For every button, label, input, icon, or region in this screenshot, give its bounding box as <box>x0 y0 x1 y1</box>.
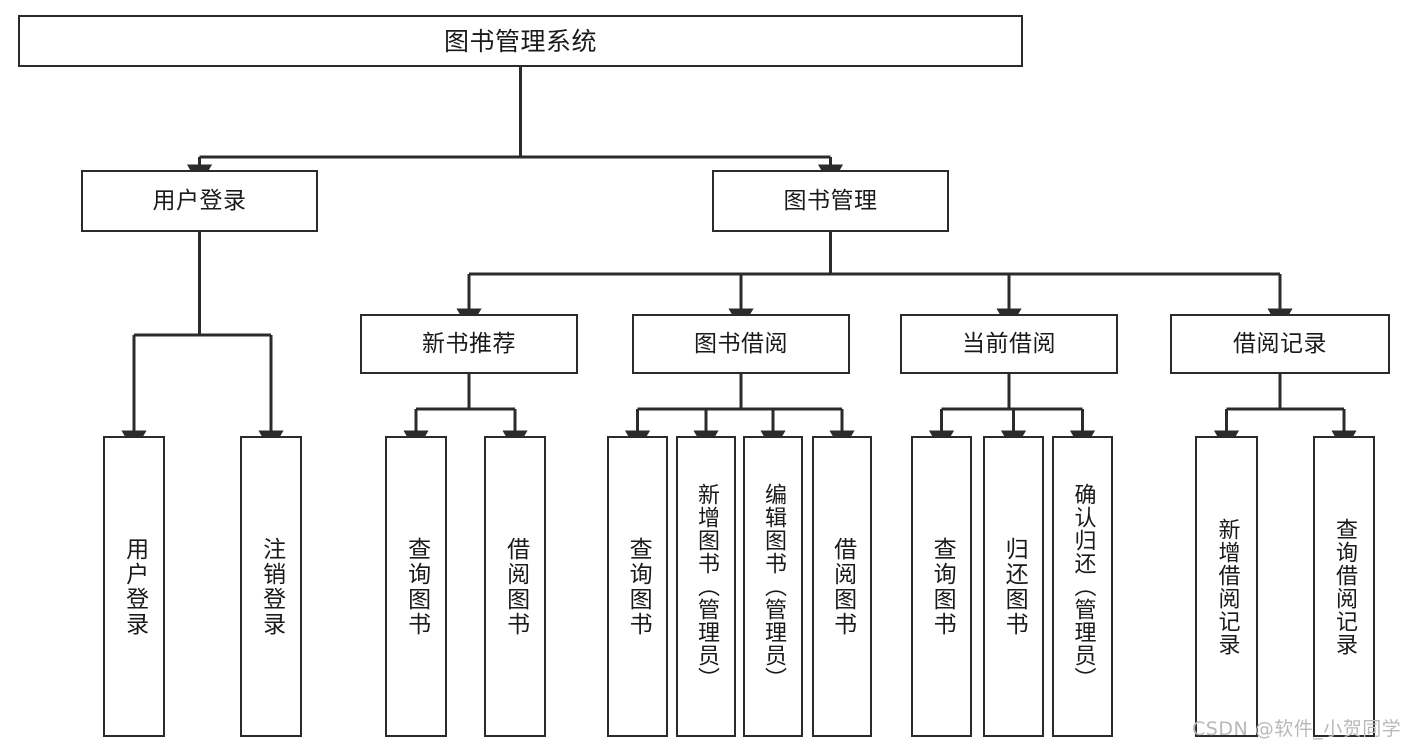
node-records[interactable]: 借阅记录 <box>1170 314 1390 374</box>
node-label-leaf-rec-add: 新增借阅记录 <box>1214 517 1240 656</box>
node-leaf-bw-edit[interactable]: 编辑图书（管理员） <box>743 436 803 737</box>
node-leaf-cur-return[interactable]: 归还图书 <box>983 436 1044 737</box>
node-label-bookmgmt: 图书管理 <box>783 187 878 214</box>
node-leaf-login[interactable]: 用户登录 <box>103 436 165 737</box>
node-label-leaf-bw-edit: 编辑图书（管理员） <box>760 483 786 690</box>
node-newbook[interactable]: 新书推荐 <box>360 314 578 374</box>
node-label-login: 用户登录 <box>152 187 247 214</box>
node-leaf-rec-add[interactable]: 新增借阅记录 <box>1195 436 1258 737</box>
node-label-borrow: 图书借阅 <box>694 330 788 357</box>
node-leaf-cur-conf[interactable]: 确认归还（管理员） <box>1052 436 1113 737</box>
node-label-leaf-cur-query: 查询图书 <box>929 536 956 637</box>
node-label-leaf-rec-query: 查询借阅记录 <box>1331 517 1357 656</box>
node-current[interactable]: 当前借阅 <box>900 314 1118 374</box>
node-leaf-bw-add[interactable]: 新增图书（管理员） <box>676 436 736 737</box>
node-label-current: 当前借阅 <box>962 330 1056 357</box>
node-label-leaf-nb-borrow: 借阅图书 <box>502 536 529 637</box>
node-leaf-nb-query[interactable]: 查询图书 <box>385 436 447 737</box>
node-label-newbook: 新书推荐 <box>422 330 516 357</box>
node-leaf-bw-lend[interactable]: 借阅图书 <box>812 436 872 737</box>
node-label-leaf-bw-add: 新增图书（管理员） <box>693 483 719 690</box>
node-label-leaf-bw-lend: 借阅图书 <box>829 536 856 637</box>
node-login[interactable]: 用户登录 <box>81 170 318 232</box>
node-leaf-logout[interactable]: 注销登录 <box>240 436 302 737</box>
node-label-leaf-logout: 注销登录 <box>258 536 285 637</box>
node-leaf-rec-query[interactable]: 查询借阅记录 <box>1313 436 1375 737</box>
node-label-leaf-bw-query: 查询图书 <box>625 536 652 637</box>
node-leaf-nb-borrow[interactable]: 借阅图书 <box>484 436 546 737</box>
node-borrow[interactable]: 图书借阅 <box>632 314 850 374</box>
node-leaf-cur-query[interactable]: 查询图书 <box>911 436 972 737</box>
node-label-leaf-login: 用户登录 <box>121 536 148 637</box>
node-label-leaf-nb-query: 查询图书 <box>403 536 430 637</box>
node-label-leaf-cur-conf: 确认归还（管理员） <box>1070 483 1096 690</box>
node-label-root: 图书管理系统 <box>443 26 597 56</box>
node-bookmgmt[interactable]: 图书管理 <box>712 170 949 232</box>
node-label-records: 借阅记录 <box>1233 330 1327 357</box>
node-label-leaf-cur-return: 归还图书 <box>1001 536 1028 637</box>
node-leaf-bw-query[interactable]: 查询图书 <box>607 436 668 737</box>
node-root[interactable]: 图书管理系统 <box>18 15 1023 67</box>
csdn-watermark: CSDN @软件_小贺同学 <box>1192 718 1402 740</box>
